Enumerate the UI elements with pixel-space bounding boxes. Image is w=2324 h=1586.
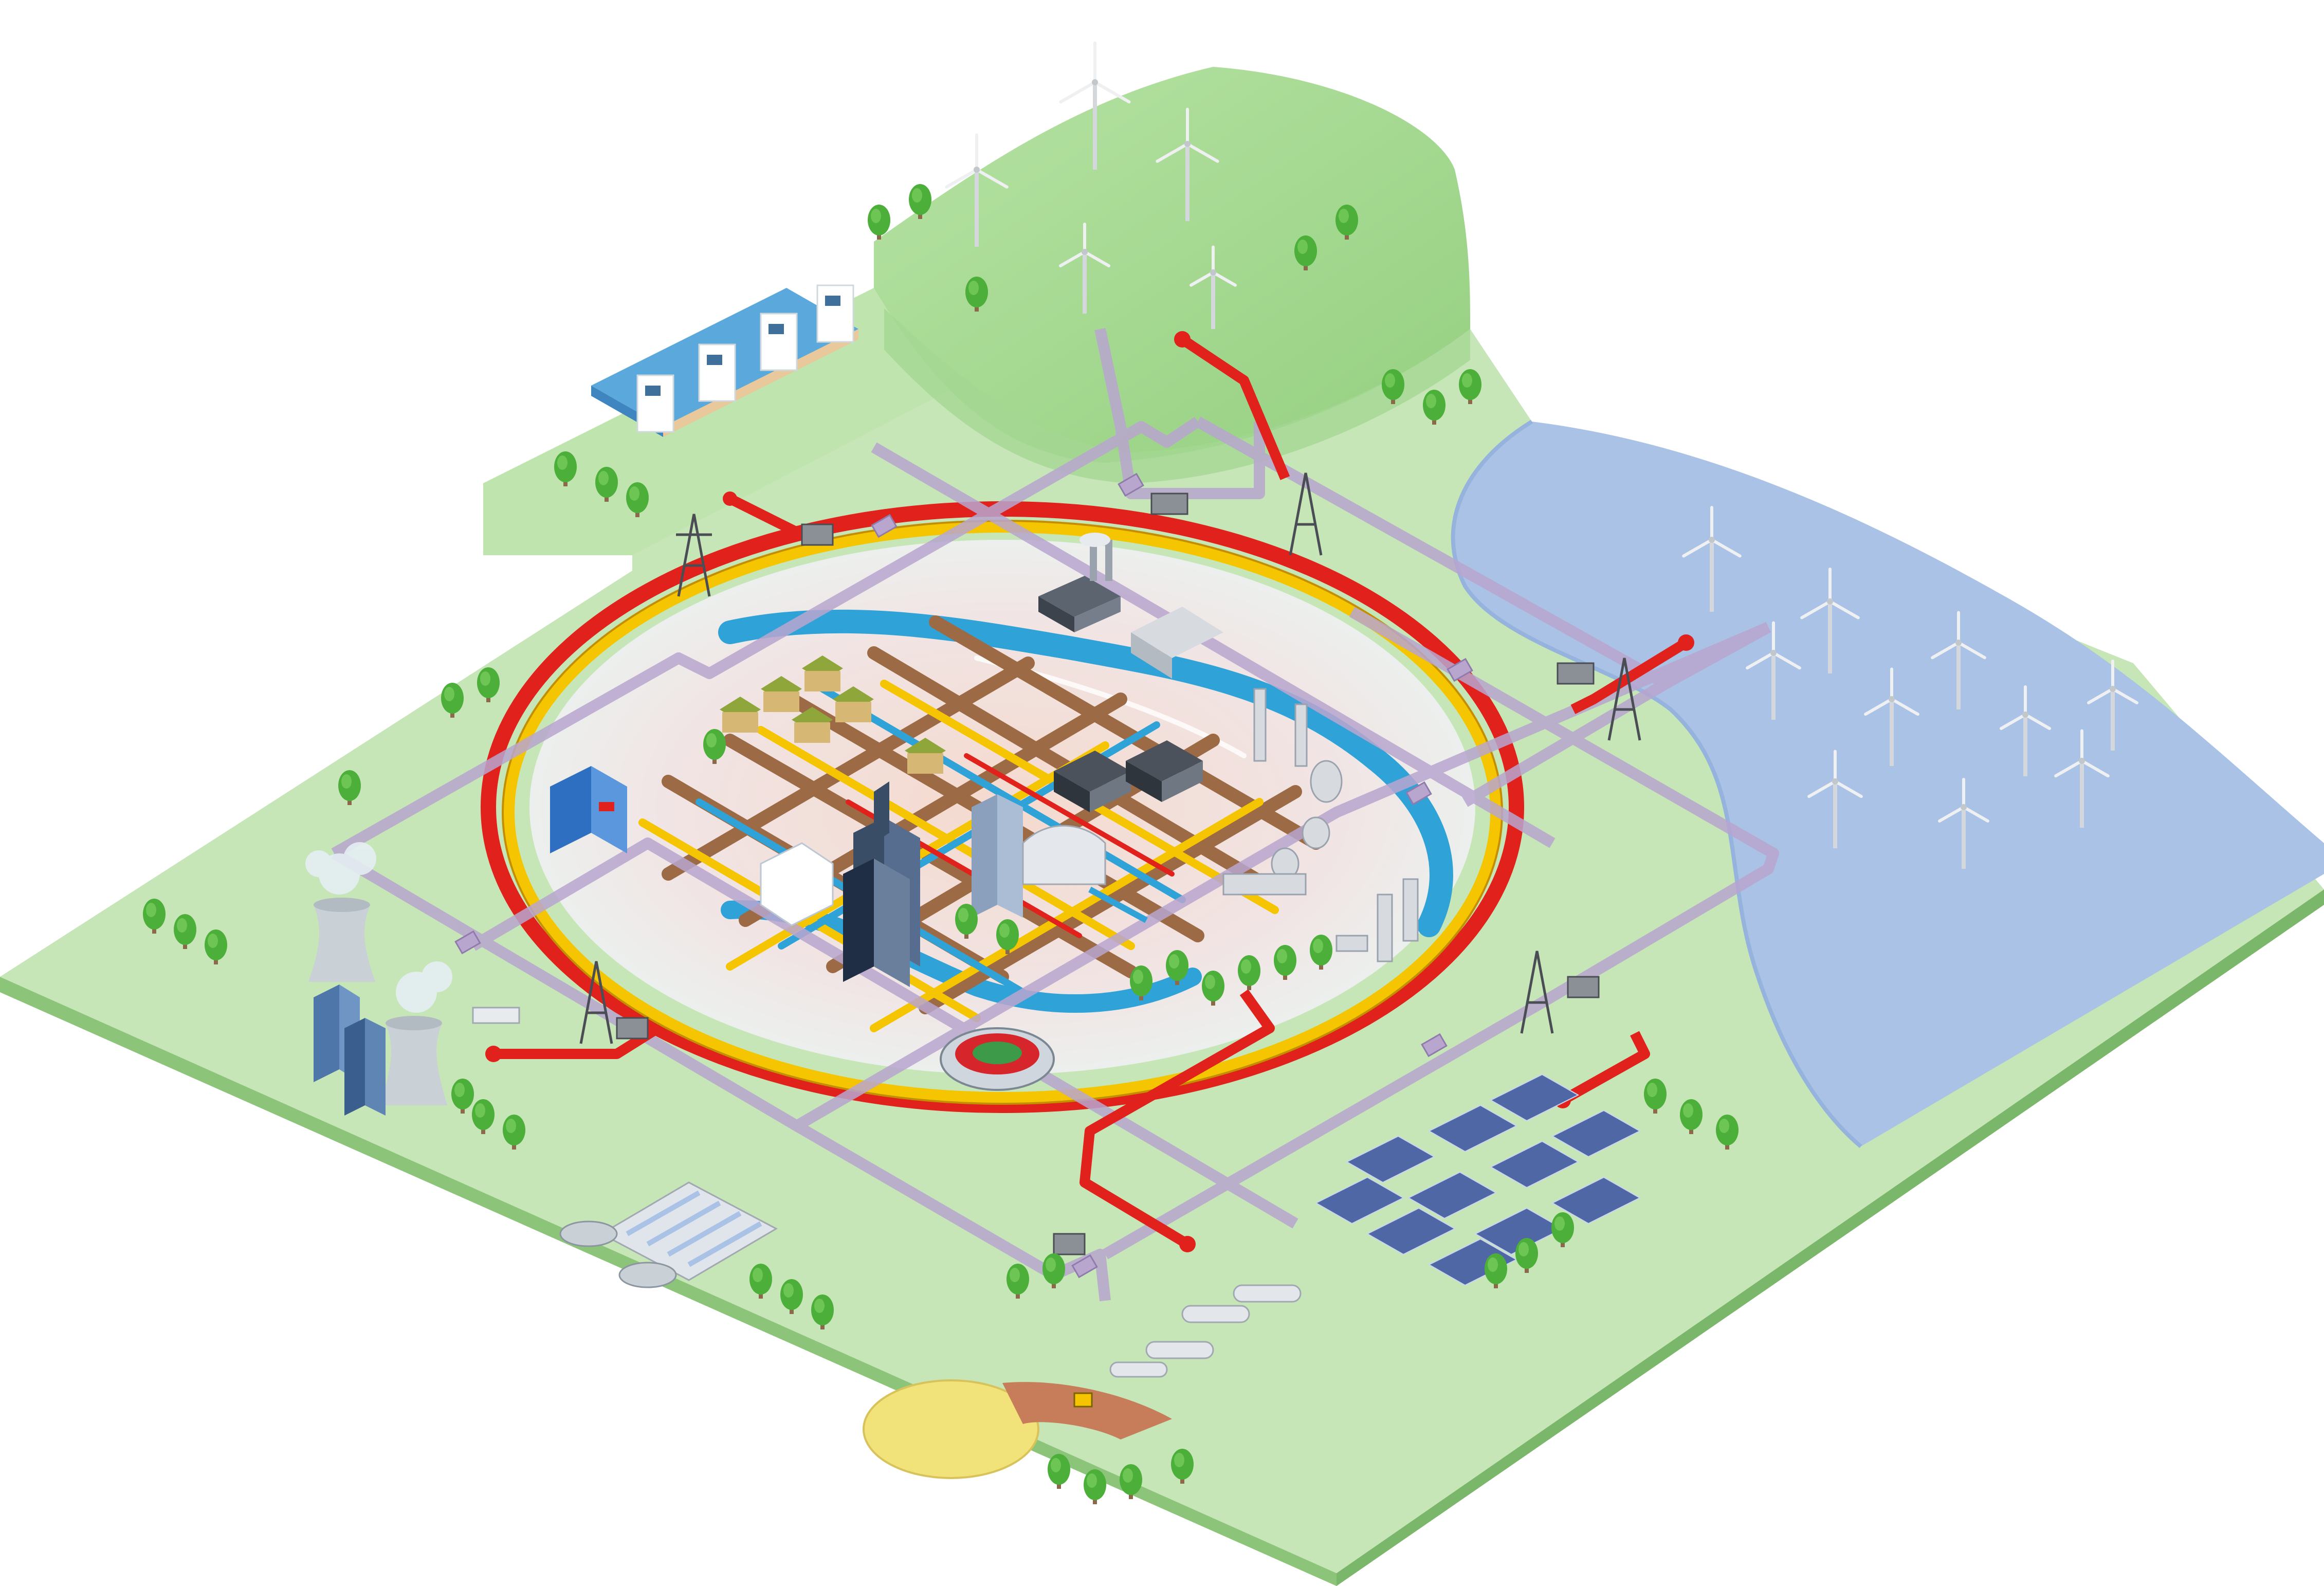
wind-turbine-icon [945,133,1009,247]
gas-storage [1109,1284,1302,1378]
tree-icon [1551,1212,1574,1247]
transmission-towers [579,472,1641,1044]
tree-icon [1680,1099,1703,1134]
tree-icon [1084,1469,1106,1504]
tree-icon [451,1079,474,1114]
tree-icon [472,1099,495,1134]
tree-icon [780,1279,803,1314]
tree-icon [1335,205,1358,240]
tree-icon [1202,971,1224,1006]
wind-turbine-icon [1800,568,1860,673]
tree-icon [1459,369,1481,404]
plowed-field [1002,1382,1172,1439]
skyscrapers [760,781,1023,987]
tree-icon [1048,1454,1070,1489]
tree-icon [749,1264,772,1299]
hill-face [884,308,1470,483]
tree-icon [1310,935,1332,970]
tree-icon [554,451,577,486]
hospital-building [550,766,627,853]
factory [1054,607,1223,812]
tree-icon [1042,1253,1065,1288]
wind-turbine-icon [1864,667,1919,766]
wind-turbine-icon [1682,506,1742,612]
sea [1453,422,2324,1146]
tree-icon [1294,235,1317,270]
wind-turbine-icon [1746,621,1801,720]
tree-icon [703,729,726,764]
dam-gate [636,284,854,433]
tree-icon [955,904,978,939]
sea-shore [1451,420,1862,1149]
tree-icon [626,482,649,517]
tree-icon [338,770,361,805]
tree-icon [1716,1115,1739,1150]
tree-icon [909,184,931,219]
nuclear-plant [305,842,520,1116]
hydro-dam [591,284,858,437]
tree-icon [1382,369,1404,404]
solar-farm [1314,1073,1641,1286]
stadium [940,1027,1055,1091]
houses [720,655,946,774]
tree-icon [441,683,464,718]
tree-icon [503,1115,525,1150]
farm-field [863,1379,1172,1479]
wind-turbine-icon [2054,729,2110,828]
wheat-field [863,1379,1039,1479]
wind-turbine-icon [2087,660,2138,751]
tractor-icon [1073,1392,1093,1408]
tree-icon [1166,950,1188,985]
power-station [1038,533,1121,632]
tree-icon [1130,965,1152,1000]
water-treatment [559,1181,778,1288]
lilac-junction-nodes [454,472,1473,1279]
tree-icon [1644,1079,1667,1114]
tree-icon [595,467,618,502]
hill [874,67,1470,463]
wind-turbine-icon [1938,778,1989,869]
tree-icon [1423,390,1445,425]
tree-icon [996,919,1019,954]
industrial-plant [1222,688,1419,962]
substations [616,493,1600,1255]
tree-icon [1515,1238,1538,1273]
city-river [718,609,1453,937]
wind-turbine-icon [1189,245,1237,329]
wind-turbine-icon [1059,41,1131,170]
wind-turbines [945,41,2138,869]
wind-turbine-icon [2000,685,2051,776]
tree-icon [477,667,500,702]
tree-icon [1120,1464,1142,1499]
wind-turbine-icon [1156,107,1219,221]
wind-turbine-icon [1059,223,1110,314]
tree-icon [205,929,227,964]
cooling-tower [380,1023,447,1105]
tree-icon [143,899,166,934]
tree-icon [1238,955,1260,990]
tree-icon [1485,1253,1507,1288]
land-front-right-edge [1337,889,2324,1586]
transmission-grid [331,327,1779,1302]
trees [143,184,1739,1504]
tree-icon [965,277,988,312]
tree-icon [1171,1449,1194,1484]
tree-icon [868,205,890,240]
train-station [1022,825,1148,923]
wind-turbine-icon [1931,611,1986,709]
tree-icon [174,914,196,949]
tree-icon [811,1295,834,1329]
tree-icon [1274,945,1296,980]
wind-turbine-icon [1807,750,1863,848]
cooling-tower [308,905,375,982]
tree-icon [1007,1264,1029,1299]
